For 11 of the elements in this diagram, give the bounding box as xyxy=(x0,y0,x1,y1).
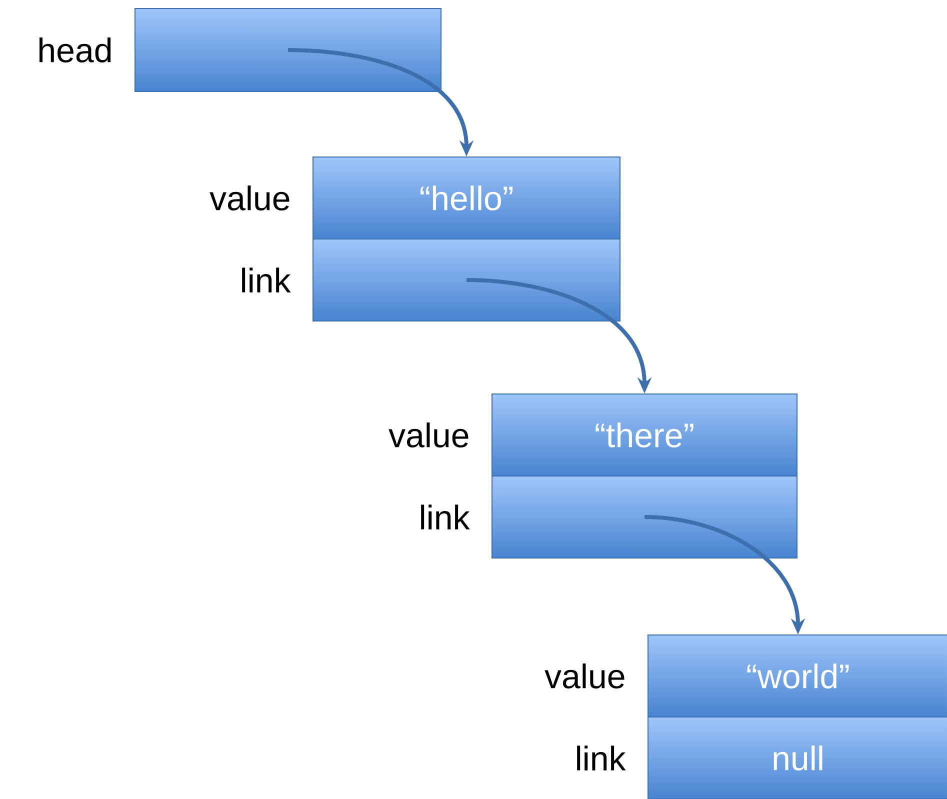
field-label: link xyxy=(421,504,470,530)
value-cell: null xyxy=(648,716,947,799)
value-cell: “world” xyxy=(648,634,947,718)
value-cell: “hello” xyxy=(312,156,620,240)
field-label: head xyxy=(40,38,111,62)
field-label: link xyxy=(242,268,291,292)
value-cell: “there” xyxy=(492,394,798,476)
field-label: value xyxy=(388,422,468,448)
field-label: value xyxy=(544,664,624,688)
field-label: link xyxy=(577,746,626,770)
field-label: value xyxy=(210,186,290,210)
